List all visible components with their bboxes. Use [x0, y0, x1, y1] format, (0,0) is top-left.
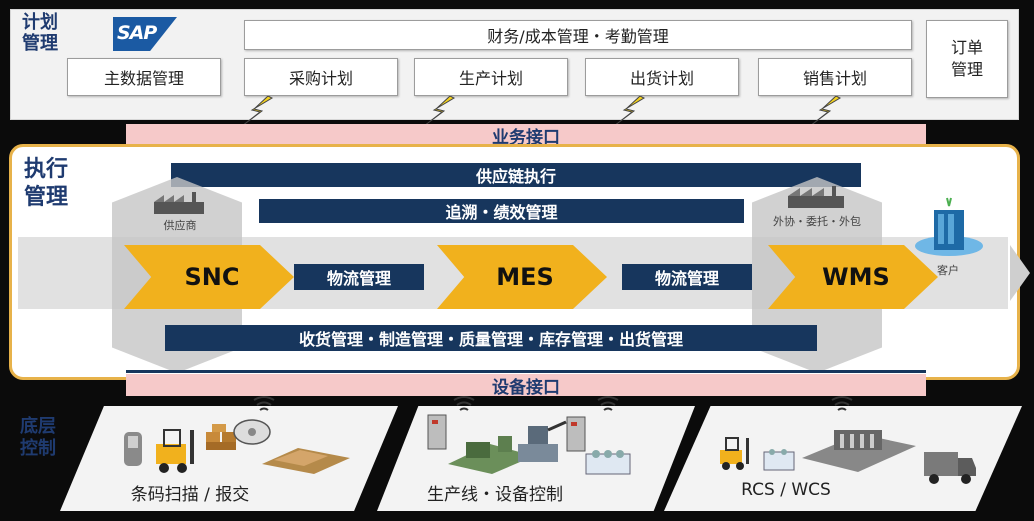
pallets-icon — [262, 448, 350, 474]
arrow-right-icon — [1010, 245, 1030, 301]
traceability-performance-bar[interactable]: 追溯・绩效管理 — [259, 199, 744, 223]
control-cabinet-icon — [427, 414, 447, 450]
logistics-management-bar-2[interactable]: 物流管理 — [622, 264, 752, 290]
forklift-icon — [720, 437, 749, 470]
boxes-icon — [206, 424, 236, 450]
operations-management-bar[interactable]: 收货管理・制造管理・质量管理・库存管理・出货管理 — [165, 325, 817, 351]
lightning-bolt-icon — [241, 96, 274, 126]
delivery-truck-icon — [924, 452, 976, 484]
execution-layer-title: 执行 管理 — [24, 157, 69, 210]
factory-icon — [154, 192, 204, 214]
warehouse-rack-icon — [802, 430, 916, 472]
outsource-label: 外协・委托・外包 — [773, 215, 861, 228]
production-line-label: 生产线・设备控制 — [427, 485, 563, 505]
planning-layer-title: 计划 管理 — [22, 12, 58, 54]
wifi-signal-icon — [597, 396, 619, 411]
barcode-scan-label: 条码扫描 / 报交 — [130, 485, 250, 505]
customer-label: 客户 — [937, 264, 959, 277]
purchase-plan-box[interactable]: 采购计划 — [244, 58, 398, 96]
rcs-wcs-label: RCS / WCS — [741, 480, 831, 500]
snc-chevron[interactable]: SNC — [124, 245, 294, 309]
sales-plan-box[interactable]: 销售计划 — [758, 58, 912, 96]
supplier-label: 供应商 — [163, 219, 197, 232]
control-layer-title: 底层 控制 — [20, 416, 56, 459]
lightning-bolt-icon — [809, 96, 842, 126]
production-line-machine-icon — [448, 436, 534, 474]
device-interface-line — [126, 370, 926, 373]
shipping-plan-box[interactable]: 出货计划 — [585, 58, 739, 96]
bottle-crates-icon — [585, 450, 631, 475]
lightning-bolt-icon — [423, 96, 456, 126]
forklift-icon — [156, 429, 194, 473]
robot-arm-icon — [518, 420, 567, 462]
wms-chevron[interactable]: WMS — [768, 245, 938, 309]
barcode-scanner-icon — [124, 432, 142, 466]
logistics-management-bar-1[interactable]: 物流管理 — [294, 264, 424, 290]
order-management-box[interactable]: 订单 管理 — [926, 20, 1008, 98]
lightning-bolt-icon — [613, 96, 646, 126]
business-interface-bar[interactable]: 业务接口 — [126, 124, 926, 148]
supply-chain-execution-bar[interactable]: 供应链执行 — [171, 163, 861, 187]
wifi-signal-icon — [253, 396, 275, 411]
customer-building-icon — [915, 197, 983, 256]
bottle-crates-icon — [763, 449, 795, 471]
finance-cost-attendance-box[interactable]: 财务/成本管理・考勤管理 — [244, 20, 912, 50]
sap-logo: SAP — [113, 17, 177, 51]
mes-chevron[interactable]: MES — [437, 245, 607, 309]
wifi-signal-icon — [453, 396, 475, 411]
control-cabinet-icon — [566, 416, 586, 452]
master-data-box[interactable]: 主数据管理 — [67, 58, 221, 96]
production-plan-box[interactable]: 生产计划 — [414, 58, 568, 96]
device-interface-bar[interactable]: 设备接口 — [126, 374, 926, 398]
wifi-signal-icon — [831, 396, 853, 411]
factory-icon — [788, 186, 844, 208]
handheld-terminal-icon — [233, 419, 271, 445]
